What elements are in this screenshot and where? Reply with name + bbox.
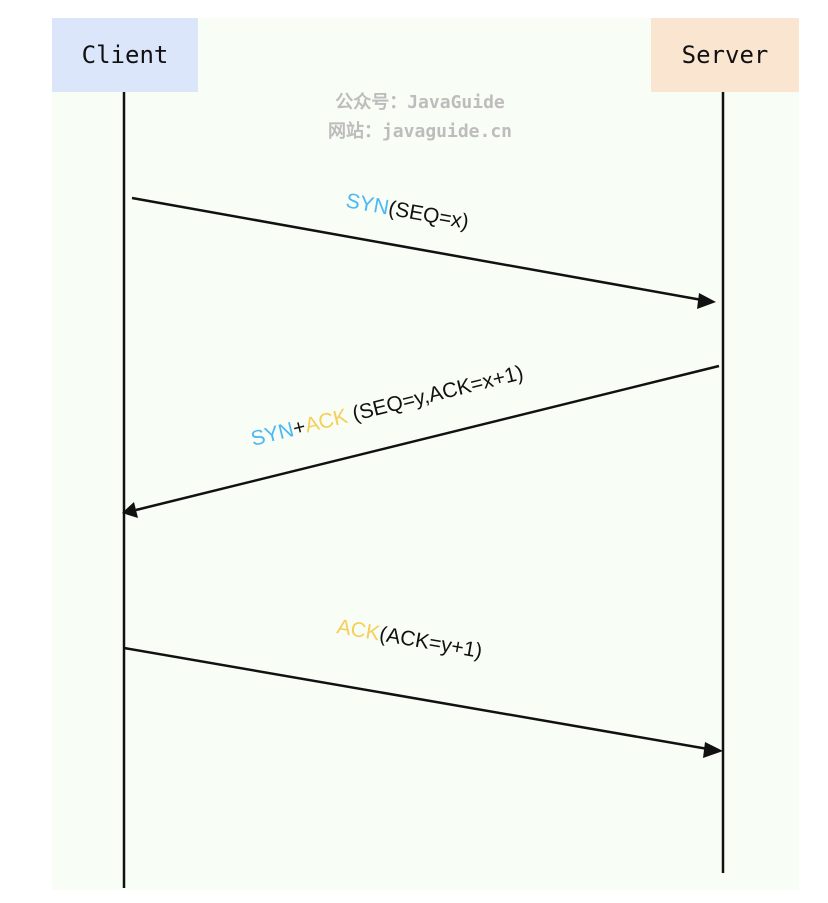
seq-text: (SEQ=x) [387, 197, 471, 234]
syn-text: SYN [344, 189, 391, 219]
message-arrow-3 [123, 646, 723, 758]
seq-ack-text: (SEQ=y,ACK=x+1) [344, 361, 525, 427]
arrowhead-3 [703, 742, 723, 758]
client-label: Client [81, 41, 169, 69]
watermark-line-1: 公众号：JavaGuide [335, 92, 505, 113]
message-label-2: SYN+ACK (SEQ=y,ACK=x+1) [249, 361, 526, 451]
ack-value-text: (ACK=y+1) [378, 623, 484, 663]
arrowhead-2 [122, 502, 138, 518]
message-label-1: SYN(SEQ=x) [344, 189, 470, 233]
diagram-background [52, 18, 799, 890]
client-actor: Client [52, 18, 198, 92]
arrowhead-1 [697, 293, 716, 309]
ack-text: ACK [303, 405, 350, 438]
ack-text: ACK [335, 615, 381, 645]
message-label-3: ACK(ACK=y+1) [335, 615, 484, 663]
plus-text: + [291, 415, 308, 440]
message-arrow-2 [122, 364, 720, 518]
server-label: Server [681, 41, 769, 69]
server-actor: Server [651, 18, 799, 92]
watermark-line-2: 网站：javaguide.cn [327, 121, 513, 142]
syn-text: SYN [249, 418, 296, 451]
message-arrow-1 [131, 196, 716, 309]
